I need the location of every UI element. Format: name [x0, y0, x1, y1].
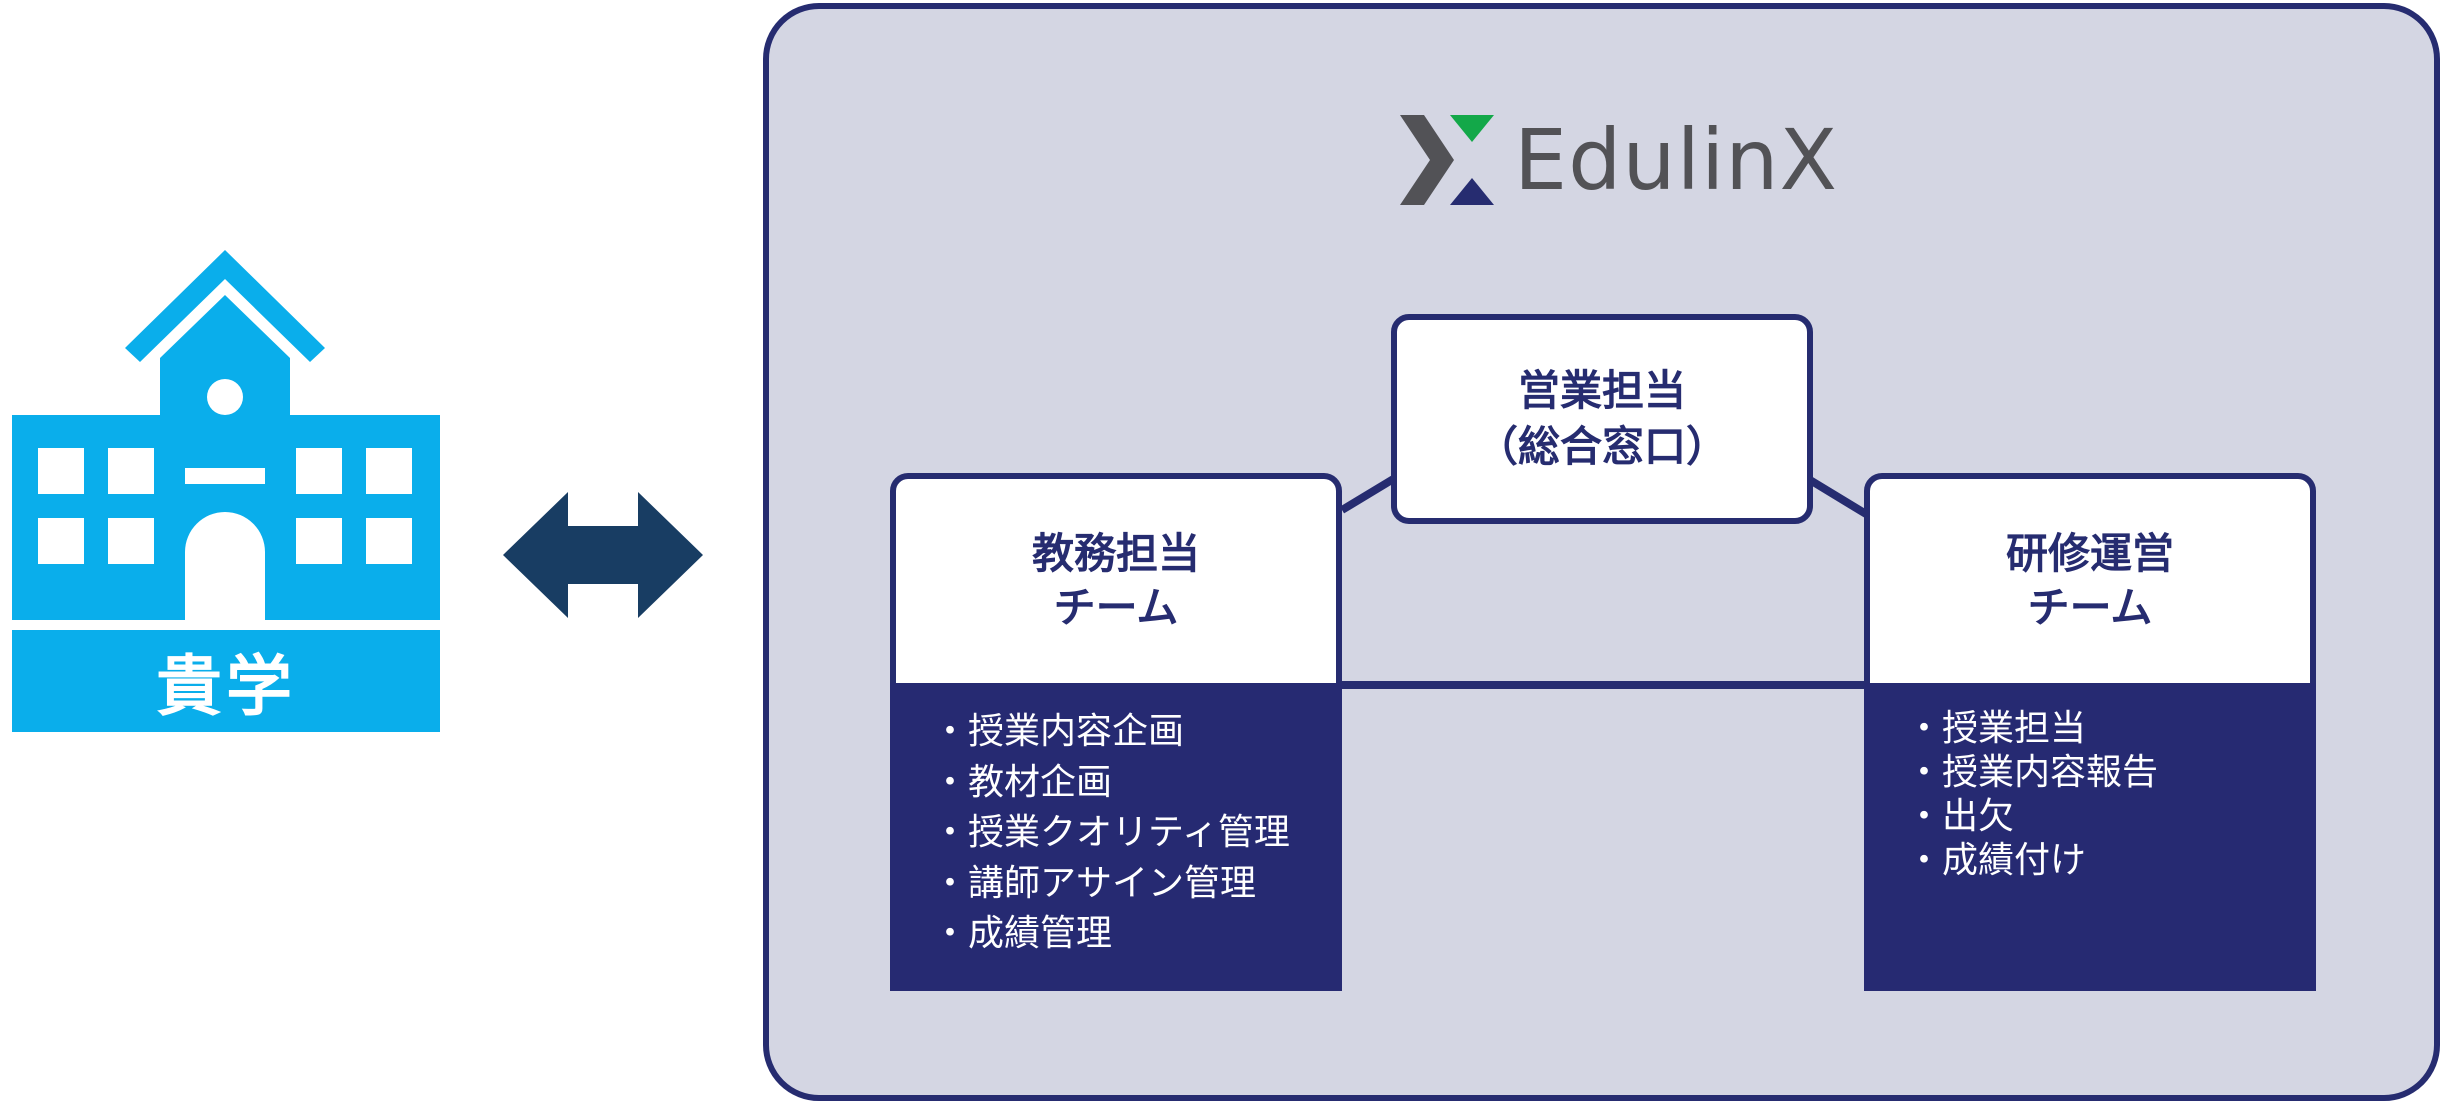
list-item: 授業担当: [1906, 707, 2316, 751]
edulinx-logo-icon: [1400, 115, 1494, 205]
team-header: 教務担当 チーム: [896, 479, 1336, 683]
school-label: 貴学: [156, 648, 296, 725]
list-item: 成績管理: [932, 909, 1342, 960]
academic-team-box: 教務担当 チーム 授業内容企画 教材企画 授業クオリティ管理 講師アサイン管理 …: [890, 473, 1342, 991]
training-team-box: 研修運営 チーム 授業担当 授業内容報告 出欠 成績付け: [1864, 473, 2316, 991]
logo-text: EdulinX: [1514, 111, 1839, 209]
team-title-sub: チーム: [2027, 583, 2153, 632]
sales-box: 営業担当 （総合窓口）: [1391, 314, 1813, 524]
double-arrow-icon: [503, 492, 703, 618]
list-item: 教材企画: [932, 758, 1342, 809]
list-item: 授業内容企画: [932, 707, 1342, 758]
list-item: 授業クオリティ管理: [932, 808, 1342, 859]
team-title: 教務担当: [1031, 529, 1200, 578]
sales-title: 営業担当: [1517, 366, 1686, 415]
list-item: 授業内容報告: [1906, 751, 2316, 795]
team-header: 研修運営 チーム: [1870, 479, 2310, 683]
team-title: 研修運営: [2005, 529, 2174, 578]
team-task-list: 授業内容企画 教材企画 授業クオリティ管理 講師アサイン管理 成績管理: [890, 683, 1342, 991]
sales-subtitle: （総合窓口）: [1475, 422, 1728, 471]
school-building: 貴学: [0, 240, 450, 760]
edulinx-logo: EdulinX: [1400, 110, 1838, 210]
team-title-sub: チーム: [1053, 583, 1179, 632]
list-item: 講師アサイン管理: [932, 859, 1342, 910]
list-item: 成績付け: [1906, 839, 2316, 883]
list-item: 出欠: [1906, 795, 2316, 839]
school-icon: [12, 250, 440, 732]
team-task-list: 授業担当 授業内容報告 出欠 成績付け: [1864, 683, 2316, 991]
